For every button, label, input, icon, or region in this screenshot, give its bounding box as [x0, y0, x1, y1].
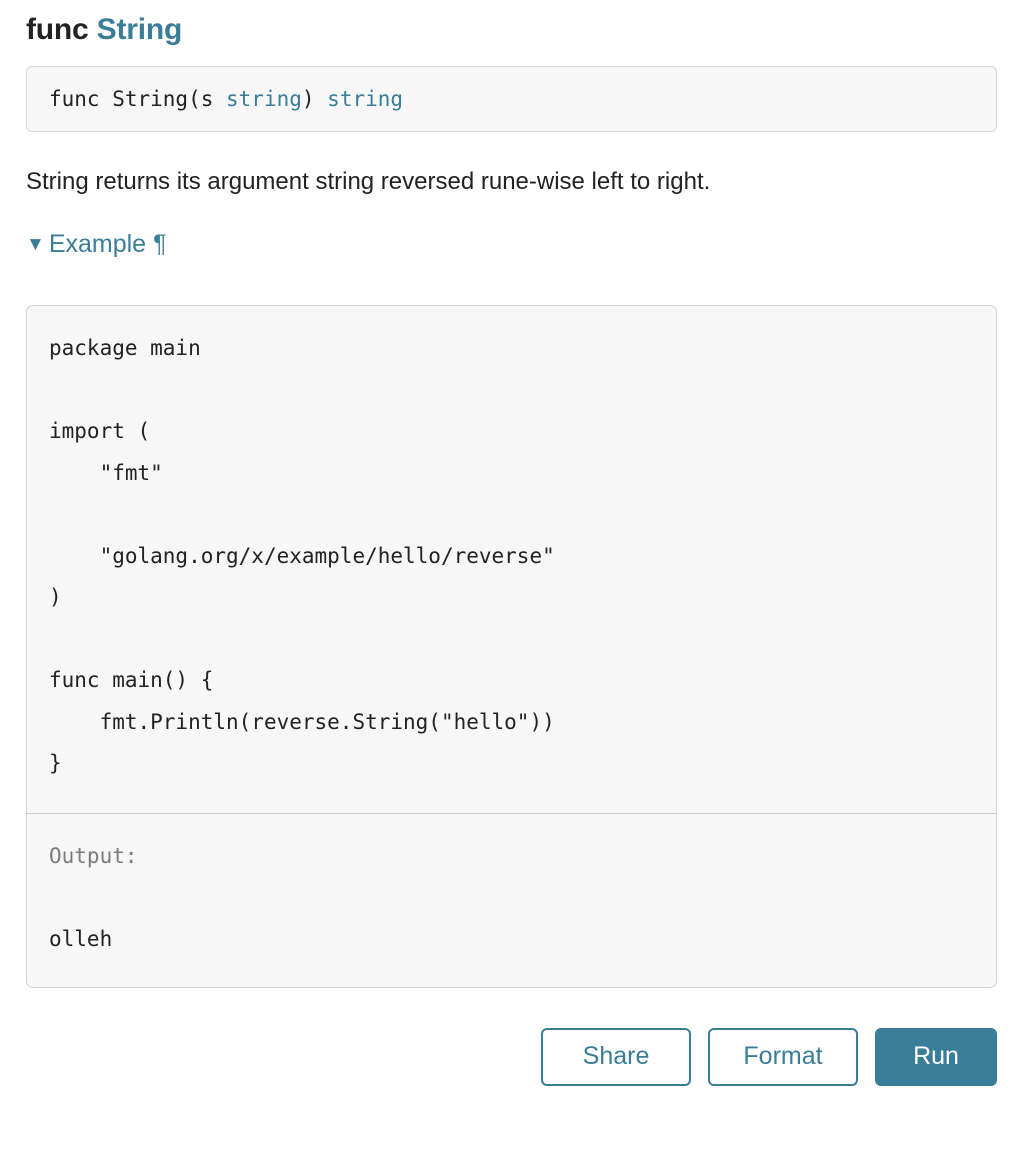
- chevron-down-icon: ▼: [26, 234, 45, 255]
- func-name-link[interactable]: String: [96, 13, 183, 46]
- format-button[interactable]: Format: [708, 1027, 858, 1086]
- playground-container: package main import ( "fmt" "golang.org/…: [26, 305, 997, 988]
- playground-buttons: Share Format Run: [26, 988, 997, 1086]
- function-signature: func String(s string) string: [49, 85, 974, 113]
- func-keyword: func: [26, 13, 89, 46]
- output-label: Output:: [49, 843, 138, 868]
- signature-param-type-link[interactable]: string: [226, 87, 302, 111]
- code-content[interactable]: package main import ( "fmt" "golang.org/…: [49, 336, 555, 775]
- playground-divider: [27, 812, 996, 814]
- share-button[interactable]: Share: [541, 1027, 691, 1086]
- example-toggle-label: Example: [48, 230, 147, 258]
- page-title: func String: [26, 0, 996, 50]
- output-panel: Output: olleh: [27, 814, 996, 987]
- run-button[interactable]: Run: [875, 1027, 997, 1086]
- signature-middle: ): [301, 87, 328, 111]
- signature-prefix: func String(s: [49, 87, 227, 111]
- output-value: olleh: [49, 927, 113, 951]
- paragraph-anchor-icon[interactable]: ¶: [153, 230, 167, 258]
- code-editor[interactable]: package main import ( "fmt" "golang.org/…: [27, 306, 996, 813]
- example-toggle[interactable]: ▼Example¶: [26, 198, 996, 261]
- function-description: String returns its argument string rever…: [26, 168, 711, 195]
- signature-return-type-link[interactable]: string: [327, 87, 404, 111]
- function-signature-box: func String(s string) string: [26, 66, 997, 132]
